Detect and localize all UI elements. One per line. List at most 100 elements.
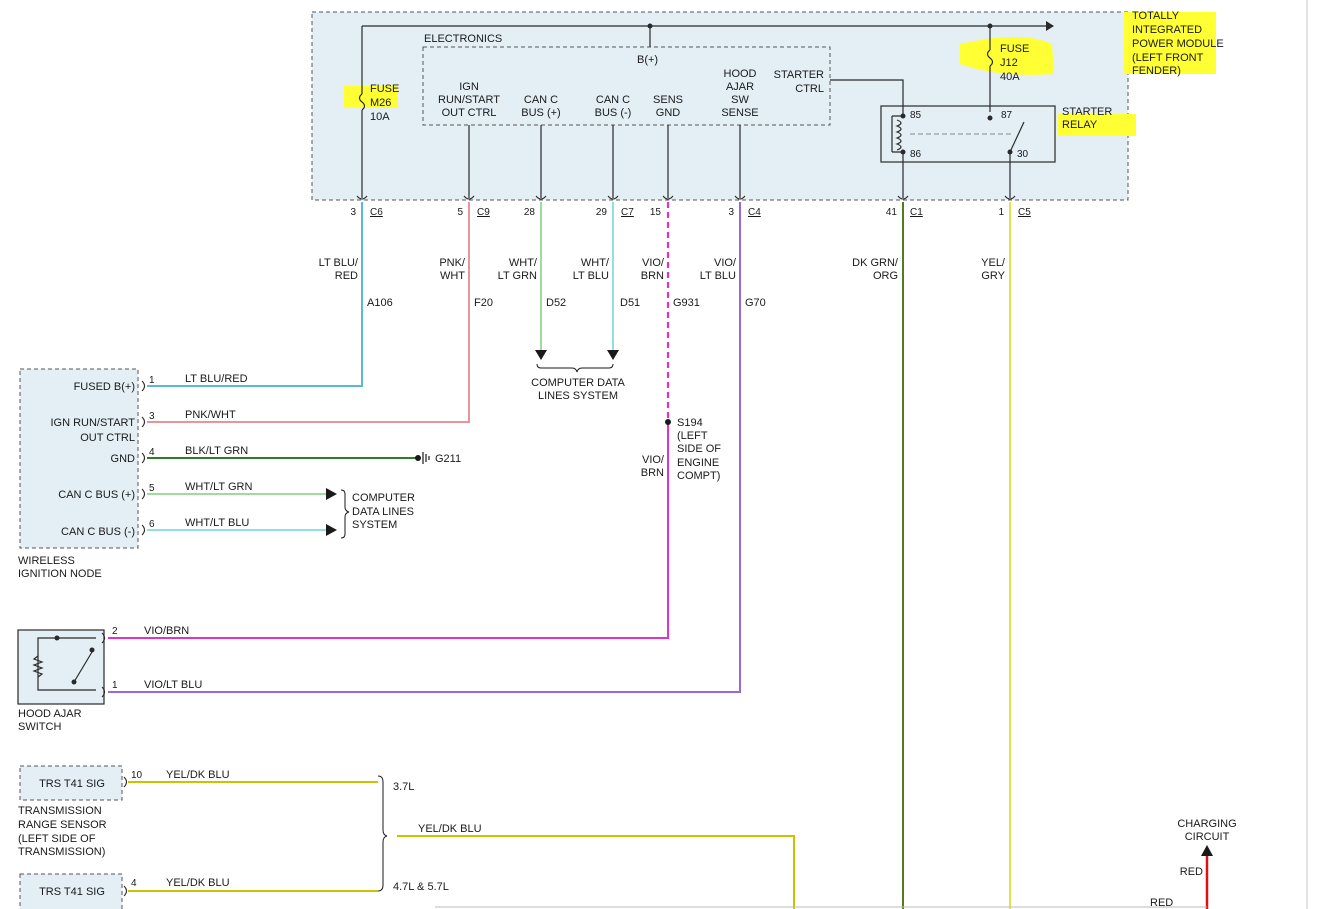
hood-caption-2: SWITCH	[18, 721, 61, 733]
trs-caption-3: (LEFT SIDE OF	[18, 833, 96, 845]
win-data-lines-1: COMPUTER	[352, 492, 415, 504]
internal-wire-starter-ctrl	[830, 79, 904, 106]
splice-wire-2: BRN	[641, 467, 664, 479]
conn-id-c6: C6	[370, 207, 383, 218]
func-ign-line-3: OUT CTRL	[442, 107, 497, 119]
connector-arc-icon	[463, 195, 475, 200]
connector-arc-icon	[141, 416, 146, 428]
win-caption-2: IGNITION NODE	[18, 568, 102, 580]
win-pin4-num: 4	[149, 447, 155, 458]
connector-arc-icon	[662, 195, 674, 200]
trs-label-2: TRS T41 SIG	[39, 886, 105, 898]
fuse-m26-icon	[358, 93, 366, 111]
relay-pin-86: 86	[910, 149, 922, 160]
ground-dot	[415, 455, 421, 461]
fuse-m26-rating: 10A	[370, 111, 390, 123]
charging-line-2: CIRCUIT	[1185, 831, 1230, 843]
trs-module-1-border	[19, 765, 123, 801]
hood-switch-module	[18, 630, 104, 704]
tipm-title-line-4: (LEFT FRONT	[1132, 52, 1204, 64]
connector-arc-icon	[141, 452, 146, 464]
bus-arrow-icon	[1046, 21, 1054, 31]
wire-a106-circuit: A106	[367, 297, 393, 309]
func-cann-line-1: CAN C	[596, 94, 630, 106]
conn-pin-a106: 3	[350, 207, 356, 218]
func-hood-line-3: SW	[731, 94, 749, 106]
brace-icon	[340, 489, 350, 539]
trs-module-2-border	[19, 873, 123, 909]
conn-id-c9: C9	[477, 207, 490, 218]
wire-g70-color-2: LT BLU	[700, 270, 736, 282]
conn-id-c5: C5	[1018, 207, 1031, 218]
splice-dot	[665, 419, 671, 425]
relay-pin-30: 30	[1017, 149, 1029, 160]
connector-arc-icon	[897, 195, 909, 200]
wire-f20-color-1: PNK/	[439, 257, 466, 269]
wire-f20	[147, 202, 470, 423]
arrow-right-icon	[326, 524, 337, 536]
hood-pin1-num: 1	[112, 680, 118, 691]
connector-arc-icon	[101, 632, 106, 644]
wire-d52-color-2: LT GRN	[498, 270, 537, 282]
fuse-j12-label: FUSE	[1000, 43, 1029, 55]
conn-pin-g931: 15	[650, 207, 662, 218]
electronics-block	[422, 46, 831, 126]
win-data-lines-3: SYSTEM	[352, 519, 397, 531]
fuse-m26-id: M26	[370, 97, 391, 109]
wire-a106-color-1: LT BLU/	[319, 257, 359, 269]
wire-a106	[147, 202, 363, 387]
wire-d51-color-1: WHT/	[581, 257, 610, 269]
conn-id-c1: C1	[910, 207, 923, 218]
ground-id: G211	[435, 453, 461, 465]
win-pin3-num: 3	[149, 411, 155, 422]
tipm-title-highlight	[1124, 12, 1216, 74]
conn-pin-dkgrn: 41	[886, 207, 898, 218]
trs-engine-2: 4.7L & 5.7L	[393, 881, 449, 893]
win-pin3-wire: PNK/WHT	[185, 409, 236, 421]
func-starter-line-1: STARTER	[774, 69, 824, 81]
trs-module-1	[20, 766, 122, 800]
brace-icon	[377, 775, 388, 892]
wire-dkgrn-color-1: DK GRN/	[852, 257, 899, 269]
win-pin6-wire: WHT/LT BLU	[185, 517, 249, 529]
brace-icon	[536, 363, 614, 373]
trs-label-1: TRS T41 SIG	[39, 778, 105, 790]
wire-g931-color-1: VIO/	[642, 257, 665, 269]
trs-caption-2: RANGE SENSOR	[18, 819, 107, 831]
connector-arc-icon	[1004, 195, 1016, 200]
conn-id-c4: C4	[748, 207, 761, 218]
win-pin1-num: 1	[149, 375, 155, 386]
connector-arc-icon	[141, 488, 146, 500]
win-pin6-num: 6	[149, 519, 155, 530]
connector-arc-icon	[141, 380, 146, 392]
trs-pin4-num: 4	[131, 878, 137, 889]
connector-arc-icon	[101, 686, 106, 698]
fuse-j12-icon	[986, 49, 994, 67]
conn-pin-yelgry: 1	[998, 207, 1004, 218]
conn-id-c7: C7	[621, 207, 634, 218]
arrow-right-icon	[326, 488, 337, 500]
relay-switch-icon	[1009, 121, 1025, 153]
charging-wire: RED	[1180, 866, 1203, 878]
connector-arc-icon	[607, 195, 619, 200]
hood-switch-icon	[32, 637, 96, 691]
conn-pin-g70: 3	[728, 207, 734, 218]
starter-relay-line-1: STARTER	[1062, 106, 1112, 118]
func-hood-line-1: HOOD	[724, 68, 757, 80]
tipm-title-line-3: POWER MODULE	[1132, 38, 1224, 50]
conn-pin-d52: 28	[524, 207, 536, 218]
win-pin5-num: 5	[149, 483, 155, 494]
wire-g70	[108, 202, 741, 693]
switch-dot	[54, 635, 60, 641]
wire-d52-circuit: D52	[546, 297, 566, 309]
win-pin3-label-1: IGN RUN/START	[50, 417, 135, 429]
connector-arc-icon	[734, 195, 746, 200]
win-pin5-label: CAN C BUS (+)	[58, 489, 135, 501]
wire-trs-merged	[397, 835, 795, 909]
wire-g931-color-2: BRN	[641, 270, 664, 282]
charging-line-1: CHARGING	[1177, 818, 1236, 830]
func-canp-line-2: BUS (+)	[521, 107, 560, 119]
win-pin1-wire: LT BLU/RED	[185, 373, 248, 385]
fuse-j12-rating: 40A	[1000, 71, 1020, 83]
trs-caption-1: TRANSMISSION	[18, 805, 102, 817]
